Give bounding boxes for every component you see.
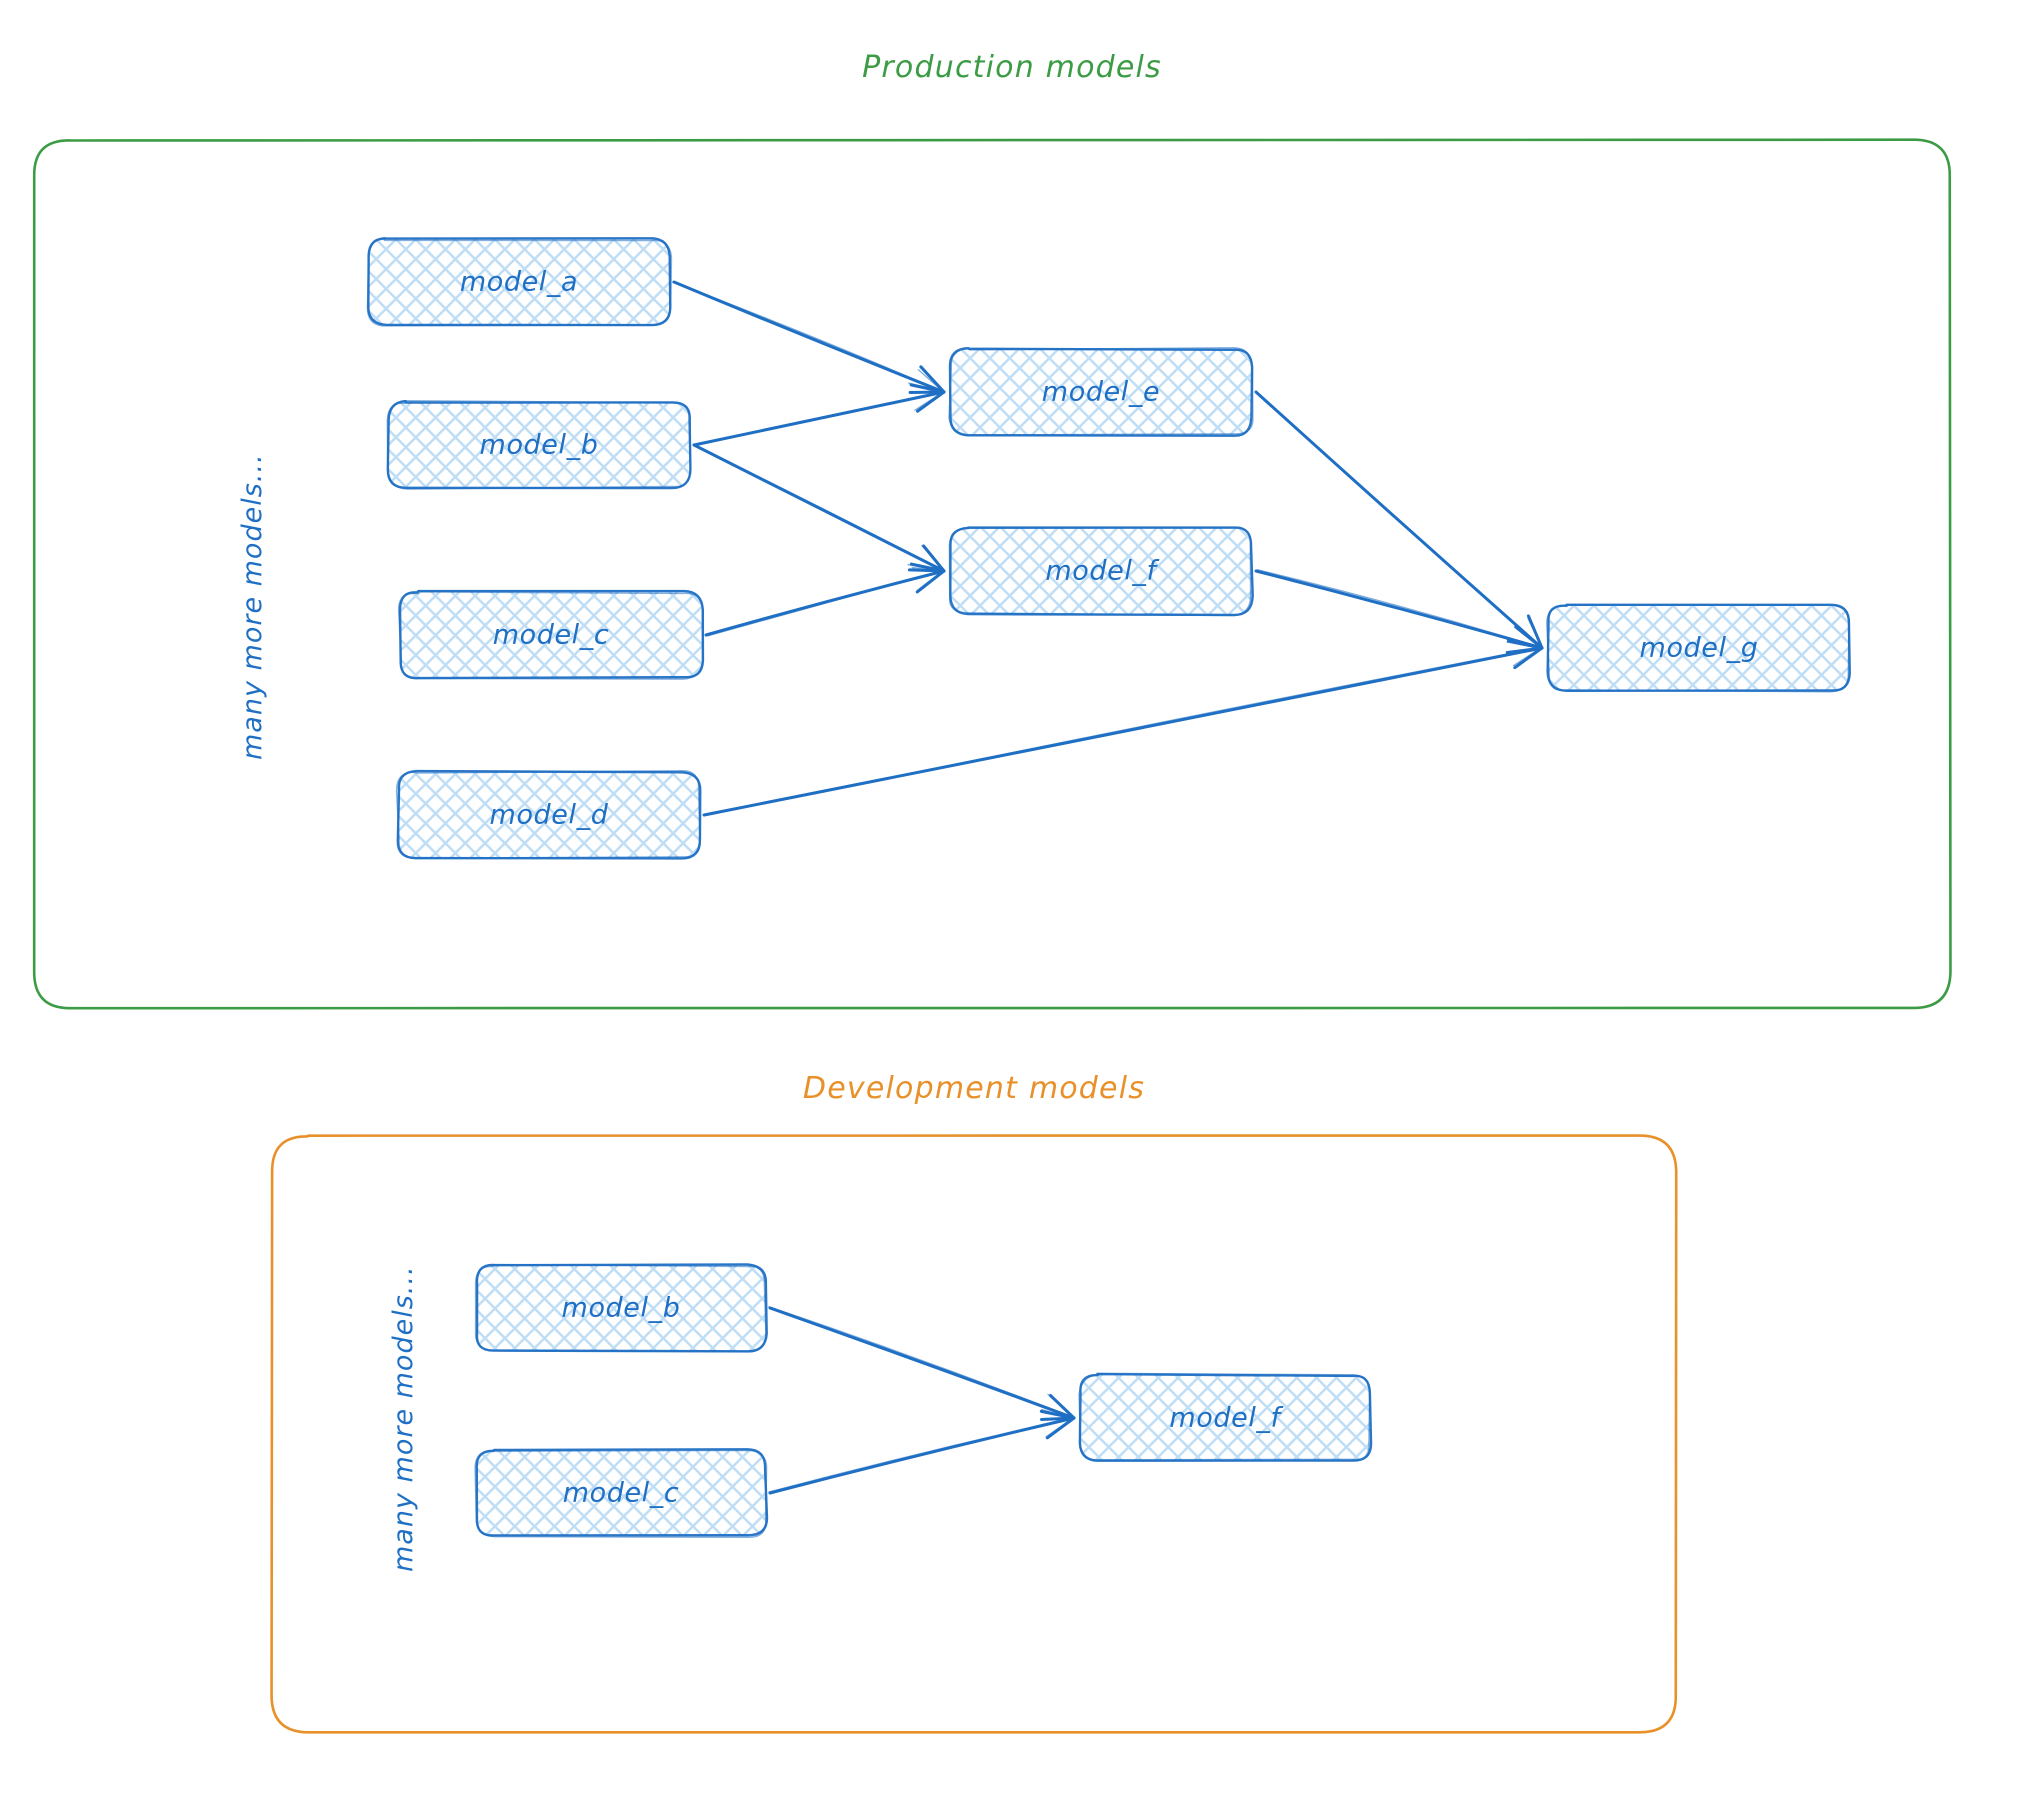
edge-model_a-to-model_e xyxy=(672,280,946,394)
node-production-model_g[interactable] xyxy=(1546,603,1851,693)
node-development-dev_model_f[interactable] xyxy=(1078,1372,1373,1462)
node-development-dev_model_b[interactable] xyxy=(474,1263,768,1353)
production-many-more-models-label: many more models... xyxy=(237,453,268,760)
node-production-model_c[interactable] xyxy=(397,589,705,680)
node-production-model_f[interactable] xyxy=(948,526,1254,617)
node-production-model_d[interactable] xyxy=(395,769,702,860)
edge-model_c-to-model_f xyxy=(704,562,946,637)
node-production-model_e[interactable] xyxy=(948,346,1254,437)
node-production-model_a[interactable] xyxy=(366,236,673,327)
edge-dev_model_b-to-dev_model_f xyxy=(768,1305,1076,1421)
development-group-container xyxy=(270,1134,1678,1734)
production-group-container xyxy=(32,138,1952,1010)
edge-dev_model_c-to-dev_model_f xyxy=(768,1408,1076,1495)
edge-model_b-to-model_e xyxy=(692,382,946,447)
node-production-model_b[interactable] xyxy=(386,399,692,490)
edge-model_d-to-model_g xyxy=(702,639,1544,817)
production-group-title: Production models xyxy=(862,50,1162,85)
edge-model_b-to-model_f xyxy=(692,443,946,573)
development-group-title: Development models xyxy=(802,1071,1146,1106)
development-many-more-models-label: many more models... xyxy=(388,1265,419,1572)
edge-model_f-to-model_g xyxy=(1254,569,1544,656)
node-development-dev_model_c[interactable] xyxy=(474,1448,769,1538)
